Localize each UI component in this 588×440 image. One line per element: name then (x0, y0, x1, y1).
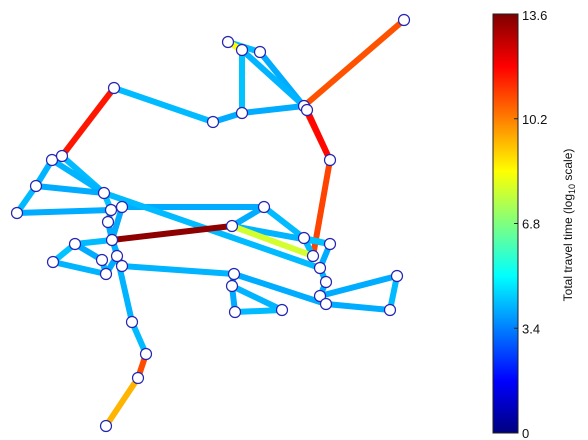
network-edge (230, 223, 315, 259)
network-node (228, 305, 242, 319)
network-edges (14, 17, 406, 428)
colorbar-tick-label: 10.2 (522, 112, 547, 127)
network-node (206, 115, 220, 129)
network-nodes (10, 13, 411, 433)
colorbar-tick-label: 6.8 (522, 217, 540, 232)
colorbar: 13.6 10.2 6.8 3.4 0 Total travel time (log10… (492, 8, 577, 440)
network-node (107, 81, 121, 95)
network-node (235, 43, 249, 57)
network-node (95, 253, 109, 267)
network-edge (59, 86, 117, 158)
network-node (101, 215, 115, 229)
network-edge (121, 263, 235, 277)
network-edge (50, 157, 106, 196)
network-node (46, 255, 60, 269)
colorbar-tick-label: 3.4 (522, 321, 540, 336)
network-node (225, 219, 239, 233)
network-node (115, 259, 129, 273)
network-edge (302, 17, 406, 109)
network-node (221, 35, 235, 49)
network-edge (16, 207, 112, 216)
network-node (275, 303, 289, 317)
network-node (257, 200, 271, 214)
network-node (300, 103, 314, 117)
network-node (45, 153, 59, 167)
network-node (99, 419, 113, 433)
network-edge (113, 85, 214, 125)
network-diagram (10, 13, 411, 433)
network-node (297, 231, 311, 245)
network-edge (111, 223, 233, 243)
network-node (225, 279, 239, 293)
colorbar-title-subscript: 10 (567, 184, 577, 194)
colorbar-tick-label: 13.6 (522, 8, 547, 23)
network-edge (233, 271, 327, 307)
network-edge (304, 108, 333, 162)
network-node (131, 371, 145, 385)
network-node (10, 206, 24, 220)
network-node (55, 149, 69, 163)
network-edge (325, 301, 391, 313)
network-node (110, 249, 124, 263)
network-edge (74, 237, 113, 247)
network-edge (319, 273, 398, 299)
network-node (323, 237, 337, 251)
network-node (139, 347, 153, 361)
colorbar-tick-label: 0 (522, 426, 529, 440)
network-node (319, 275, 333, 289)
network-node (68, 237, 82, 251)
network-node (323, 153, 337, 167)
network-node (319, 297, 333, 311)
network-node (104, 203, 118, 217)
colorbar-title: Total travel time (log10 scale) (561, 149, 577, 302)
network-node (397, 13, 411, 27)
colorbar-ticks: 13.6 10.2 6.8 3.4 0 (514, 8, 547, 440)
network-node (313, 289, 327, 303)
network-node (227, 267, 241, 281)
network-edge (262, 204, 306, 241)
network-node (235, 106, 249, 120)
network-edge (234, 307, 283, 315)
network-node (383, 303, 397, 317)
network-node (306, 249, 320, 263)
network-node (253, 45, 267, 59)
network-edge (230, 283, 284, 313)
network-node (29, 179, 43, 193)
network-node (115, 200, 129, 214)
network-node (97, 186, 111, 200)
network-edge (241, 103, 305, 116)
network-edge (239, 47, 307, 109)
network-node (313, 261, 327, 275)
network-node (105, 233, 119, 247)
network-edge (103, 376, 141, 428)
network-edge (52, 259, 107, 277)
network-node (390, 269, 404, 283)
network-edge (230, 204, 266, 229)
network-node (99, 267, 113, 281)
network-node (125, 315, 139, 329)
network-edge (35, 183, 105, 196)
